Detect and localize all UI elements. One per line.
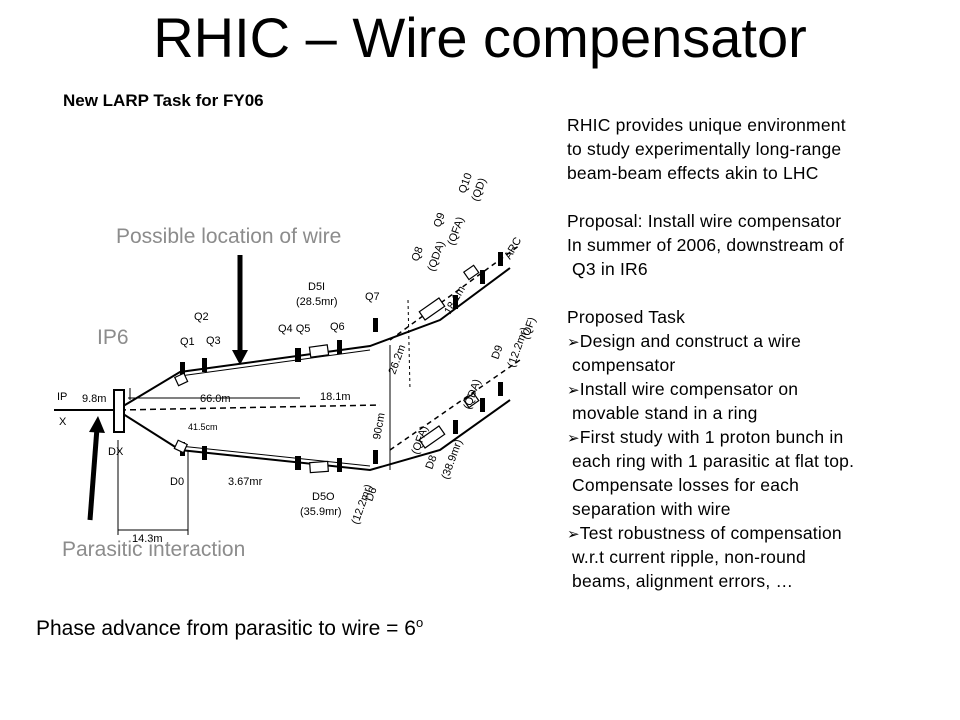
d0-label: D0 xyxy=(170,476,184,488)
phase-advance-caption: Phase advance from parasitic to wire = 6… xyxy=(36,615,423,641)
d5o-magnet xyxy=(309,460,329,474)
text-line: to study experimentally long-range xyxy=(567,139,842,159)
upper-beam-line xyxy=(119,267,511,409)
arc-label: ARC xyxy=(502,235,524,261)
possible-location-label: Possible location of wire xyxy=(116,225,342,248)
page-title: RHIC – Wire compensator xyxy=(153,6,807,69)
dist-90cm-label: 90cm xyxy=(371,412,387,441)
q9-sub-label: (QFA) xyxy=(446,215,467,247)
axis-dashed-line xyxy=(119,404,381,411)
bullet-text: beams, alignment errors, … xyxy=(567,571,794,591)
q1-label: Q1 xyxy=(180,336,195,348)
wire-location-arrow xyxy=(232,255,248,365)
text-line: beam-beam effects akin to LHC xyxy=(567,163,819,183)
bullet-text: each ring with 1 parasitic at flat top. xyxy=(567,451,855,471)
d6-label: D6 xyxy=(364,486,380,503)
q3-label: Q3 xyxy=(206,335,221,347)
d5i-label: D5I xyxy=(308,281,325,293)
text-line: Q3 in IR6 xyxy=(567,259,648,279)
ip6-label: IP6 xyxy=(97,326,129,349)
q8-sub-label: (QDA) xyxy=(426,240,448,273)
bullet-text: compensator xyxy=(567,355,676,375)
d8-mr-label: (38.9mr) xyxy=(440,438,465,481)
bullet-text: Design and construct a wire xyxy=(579,331,802,351)
q2-label: Q2 xyxy=(194,311,209,323)
bullet-text: w.r.t current ripple, non-round xyxy=(567,547,806,567)
dx-label: DX xyxy=(108,446,124,458)
task-description: RHIC provides unique environment to stud… xyxy=(567,113,957,593)
bullet-text: separation with wire xyxy=(567,499,731,519)
qf-label: (QF) xyxy=(520,316,539,341)
dist-14-3-label: 14.3m xyxy=(132,533,163,545)
q4q5-label: Q4 Q5 xyxy=(278,323,310,335)
arrow-bullet-icon xyxy=(567,331,580,351)
text-line: In summer of 2006, downstream of xyxy=(567,235,844,255)
ir6-layout-diagram: IP X 9.8m DX 14.3m 66.0m 41.5cm D0 Q1 Q2… xyxy=(54,171,539,545)
q7-label: Q7 xyxy=(365,291,380,303)
parasitic-arrow xyxy=(87,416,105,521)
subtitle: New LARP Task for FY06 xyxy=(63,91,264,110)
q9-label: Q9 xyxy=(432,211,448,229)
dx-magnet xyxy=(113,389,125,433)
bullet-text: Compensate losses for each xyxy=(567,475,800,495)
parasitic-interaction-label: Parasitic interaction xyxy=(62,538,246,561)
dist-18-1-upper-label: 18.1m xyxy=(442,284,468,316)
dist-41-5-label: 41.5cm xyxy=(188,422,218,432)
phase-advance-text: Phase advance from parasitic to wire = 6 xyxy=(36,617,416,640)
arrow-bullet-icon xyxy=(567,379,580,399)
dist-18-1-label: 18.1m xyxy=(320,391,351,403)
dist-66-0-label: 66.0m xyxy=(200,393,231,405)
bullet-text: First study with 1 proton bunch in xyxy=(579,427,844,447)
d5o-mr-label: (35.9mr) xyxy=(300,506,342,518)
arrow-bullet-icon xyxy=(567,427,580,447)
q8-magnet xyxy=(418,297,446,321)
d5o-label: D5O xyxy=(312,491,335,503)
proposed-task-heading: Proposed Task xyxy=(567,307,686,327)
d5i-mr-label: (28.5mr) xyxy=(296,296,338,308)
dist-9-8-label: 9.8m xyxy=(82,393,106,405)
ip-label: IP xyxy=(57,391,67,403)
degree-symbol: o xyxy=(415,615,424,630)
upper-magnets xyxy=(180,252,503,376)
d8-magnet xyxy=(418,425,446,449)
d5i-magnet xyxy=(308,344,330,358)
text-line: RHIC provides unique environment xyxy=(567,115,846,135)
text-line: Proposal: Install wire compensator xyxy=(567,211,842,231)
mr-3-67-label: 3.67mr xyxy=(228,476,263,488)
x-label: X xyxy=(59,416,67,428)
d6-mr-label: (12.2mr) xyxy=(350,483,375,526)
q8-label: Q8 xyxy=(410,245,426,263)
bullet-text: movable stand in a ring xyxy=(567,403,758,423)
d9-label: D9 xyxy=(490,344,506,361)
bullet-text: Install wire compensator on xyxy=(579,379,799,399)
bullet-text: Test robustness of compensation xyxy=(579,523,842,543)
q6-label: Q6 xyxy=(330,321,345,333)
lower-beam-line xyxy=(119,399,511,472)
arrow-bullet-icon xyxy=(567,523,580,543)
d8-label: D8 xyxy=(424,454,440,471)
